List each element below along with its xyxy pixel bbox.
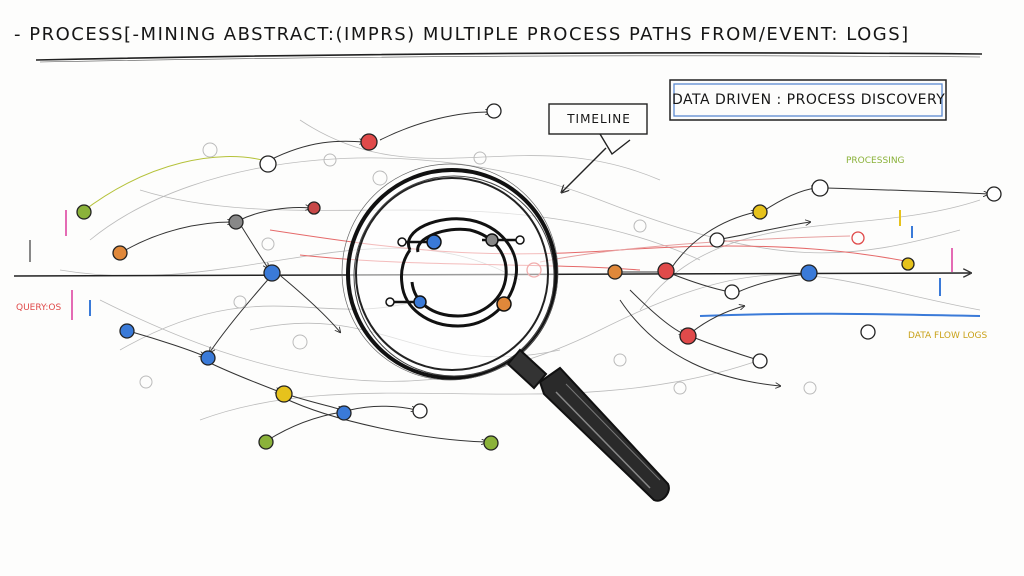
scribble-top-right: PROCESSING — [846, 156, 905, 166]
timeline-callout — [548, 103, 648, 192]
data-driven-label: DATA DRIVEN : PROCESS DISCOVERY — [672, 92, 946, 108]
title-underline — [35, 52, 983, 61]
page-title: - PROCESS[-MINING ABSTRACT:(IMPRS) MULTI… — [14, 24, 910, 45]
scribble-left: QUERY:OS — [16, 303, 62, 313]
axis-ticks — [29, 210, 953, 320]
process-nodes — [76, 103, 1002, 451]
magnifying-glass-icon — [341, 163, 670, 502]
timeline-label: TIMELINE — [567, 112, 631, 126]
data-driven-box — [669, 79, 947, 121]
ghost-nodes — [139, 142, 817, 395]
scribble-right: DATA FLOW LOGS — [908, 331, 988, 341]
